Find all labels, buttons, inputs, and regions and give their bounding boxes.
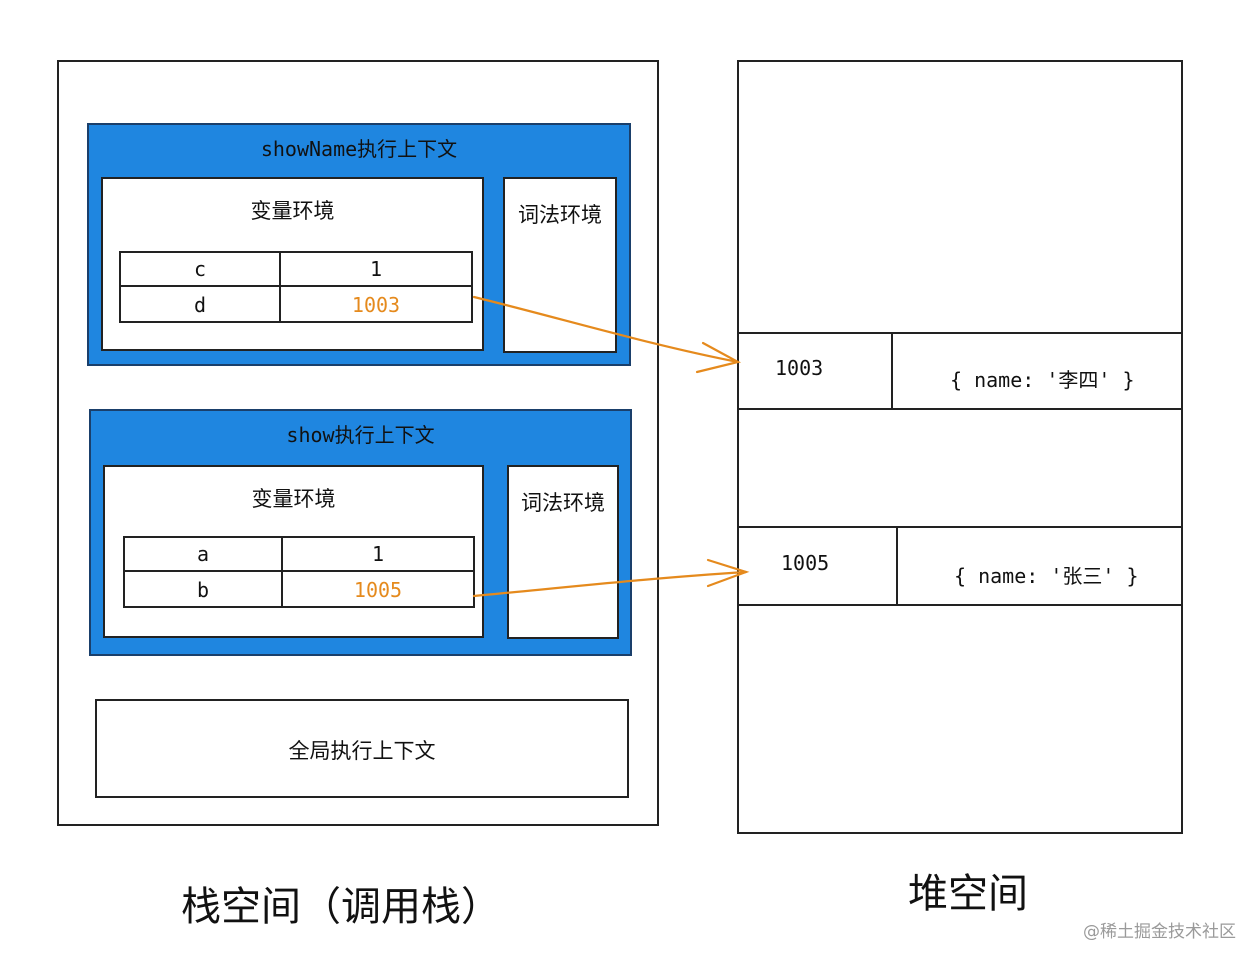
show-variable-env: 变量环境 a 1 b 1005 xyxy=(103,465,484,638)
variable-env-title: 变量环境 xyxy=(251,487,336,511)
pointer-arrow-1003 xyxy=(472,295,740,364)
show-context-title: show执行上下文 xyxy=(286,423,435,447)
heap-caption: 堆空间 xyxy=(908,871,1028,917)
variable-value: 1 xyxy=(371,542,385,566)
variable-value-pointer: 1005 xyxy=(353,578,403,602)
stack-caption: 栈空间（调用栈） xyxy=(181,884,501,930)
variable-env-title: 变量环境 xyxy=(250,199,335,223)
heap-address: 1005 xyxy=(781,551,830,575)
global-context: 全局执行上下文 xyxy=(95,699,629,798)
heap-divider xyxy=(737,408,1183,410)
variable-table: a 1 b 1005 xyxy=(123,536,475,608)
heap-column-divider xyxy=(896,526,898,604)
heap-divider xyxy=(737,332,1183,334)
variable-name: a xyxy=(196,542,210,566)
watermark: @稀土掘金技术社区 xyxy=(1083,922,1236,942)
table-column-divider xyxy=(281,538,283,606)
heap-divider xyxy=(737,604,1183,606)
global-context-title: 全局执行上下文 xyxy=(288,739,436,763)
arrowhead xyxy=(706,558,750,588)
heap-value: { name: '李四' } xyxy=(950,368,1135,392)
heap-space xyxy=(737,60,1183,834)
showname-context-title: showName执行上下文 xyxy=(260,137,458,161)
heap-column-divider xyxy=(891,332,893,408)
arrowhead xyxy=(695,341,742,374)
heap-divider xyxy=(737,526,1183,528)
variable-value: 1 xyxy=(369,257,383,281)
heap-address: 1003 xyxy=(775,356,824,380)
table-divider xyxy=(125,570,473,572)
showname-variable-env: 变量环境 c 1 d 1003 xyxy=(101,177,484,351)
variable-table: c 1 d 1003 xyxy=(119,251,473,323)
lexical-env-title: 词法环境 xyxy=(518,203,602,227)
stack-space xyxy=(57,60,659,826)
variable-name: d xyxy=(193,293,207,317)
showname-lexical-env: 词法环境 xyxy=(503,177,617,353)
lexical-env-title: 词法环境 xyxy=(521,491,605,515)
variable-name: b xyxy=(196,578,210,602)
variable-value-pointer: 1003 xyxy=(351,293,401,317)
table-column-divider xyxy=(279,253,281,321)
variable-name: c xyxy=(193,257,207,281)
pointer-arrow-1005 xyxy=(472,570,748,598)
heap-value: { name: '张三' } xyxy=(954,564,1139,588)
show-lexical-env: 词法环境 xyxy=(507,465,619,639)
table-divider xyxy=(121,285,471,287)
